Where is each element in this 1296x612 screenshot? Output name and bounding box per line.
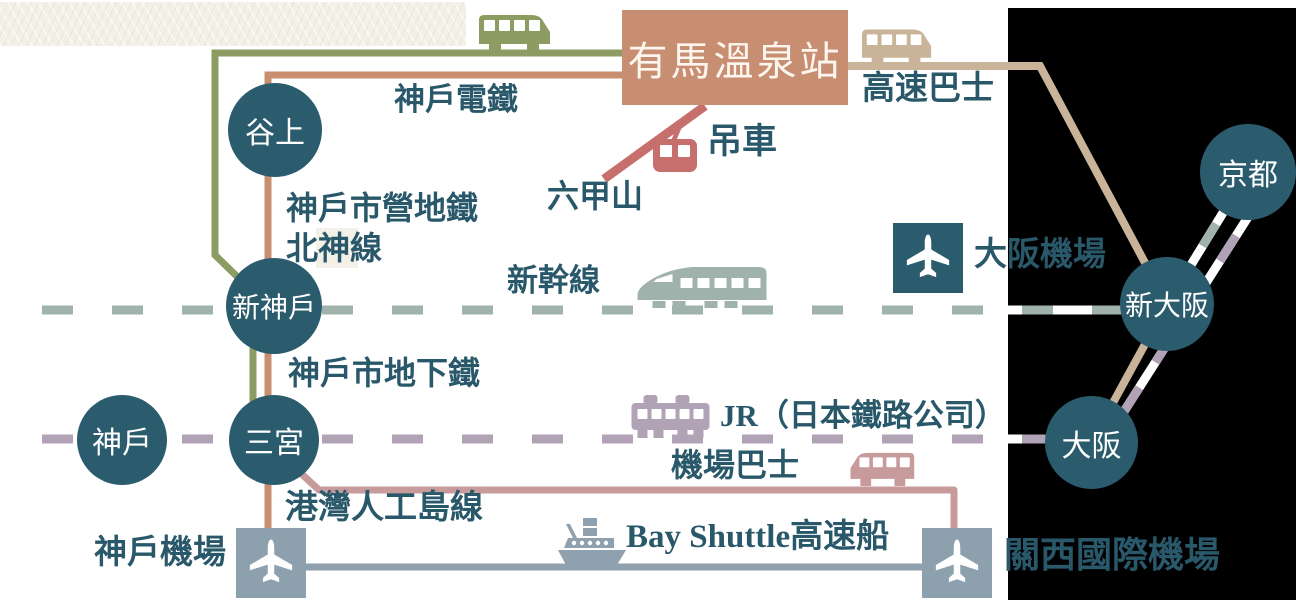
label-osaka-airport: 大阪機場 bbox=[974, 237, 1106, 273]
bullet-train-icon bbox=[637, 267, 767, 308]
highway-bus-line bbox=[848, 62, 1172, 445]
station-osaka: 大阪 bbox=[1045, 396, 1138, 489]
label-hokushin-line-1: 神戶市營地鐵 bbox=[286, 190, 479, 226]
station-tanigami-label: 谷上 bbox=[245, 117, 305, 150]
label-bay-shuttle: Bay Shuttle高速船 bbox=[626, 519, 890, 555]
station-tanigami: 谷上 bbox=[228, 83, 322, 177]
station-kobe: 神戶 bbox=[77, 395, 167, 485]
paper-texture-patch bbox=[316, 228, 358, 268]
bus-icon bbox=[850, 452, 915, 487]
label-ropeway: 吊車 bbox=[707, 122, 778, 161]
station-kyoto: 京都 bbox=[1200, 124, 1296, 220]
label-kobe-subway: 神戶市地下鐵 bbox=[288, 355, 481, 391]
gondola-icon bbox=[653, 126, 697, 172]
station-shin-osaka-label: 新大阪 bbox=[1124, 291, 1209, 322]
label-highway-bus: 高速巴士 bbox=[862, 71, 994, 107]
label-kansai-airport: 關西國際機場 bbox=[1004, 535, 1221, 575]
kansai-airport-square bbox=[922, 528, 992, 598]
station-shin-kobe: 新神戶 bbox=[226, 258, 322, 354]
label-kobe-airport: 神戶機場 bbox=[94, 535, 226, 571]
label-shinkansen: 新幹線 bbox=[507, 263, 600, 298]
label-kobe-electric: 神戶電鐵 bbox=[394, 82, 518, 117]
label-hokushin-line-2: 北神線 bbox=[286, 230, 383, 266]
plane-icon bbox=[935, 539, 979, 583]
station-osaka-label: 大阪 bbox=[1061, 429, 1122, 463]
station-shin-osaka: 新大阪 bbox=[1120, 257, 1214, 351]
label-hokushin-line: 神戶市營地鐵 北神線 bbox=[286, 188, 478, 268]
station-sannomiya-label: 三宮 bbox=[244, 427, 304, 460]
bus-icon bbox=[479, 15, 550, 52]
arima-onsen-station-label: 有馬溫泉站 bbox=[627, 38, 843, 84]
ship-icon bbox=[558, 518, 626, 565]
arima-onsen-station-box: 有馬溫泉站 bbox=[622, 10, 848, 105]
station-sannomiya: 三宮 bbox=[229, 395, 319, 485]
label-airport-bus: 機場巴士 bbox=[671, 447, 800, 483]
airport-bus-line bbox=[290, 463, 958, 530]
label-port-liner: 港灣人工島線 bbox=[285, 490, 483, 526]
kobe-airport-square bbox=[236, 528, 306, 598]
osaka-airport-square bbox=[893, 223, 963, 293]
kobe-electric-line bbox=[264, 71, 622, 530]
station-kyoto-label: 京都 bbox=[1218, 159, 1278, 192]
station-kobe-label: 神戶 bbox=[92, 427, 152, 460]
label-jr: JR（日本鐵路公司） bbox=[720, 398, 1006, 433]
train-icon bbox=[631, 395, 710, 438]
paper-texture-strip bbox=[0, 2, 466, 46]
station-shin-kobe-label: 新神戶 bbox=[231, 293, 316, 324]
label-rokko: 六甲山 bbox=[547, 178, 644, 214]
plane-icon bbox=[906, 234, 950, 278]
bus-icon bbox=[861, 29, 932, 66]
plane-icon bbox=[249, 539, 293, 583]
